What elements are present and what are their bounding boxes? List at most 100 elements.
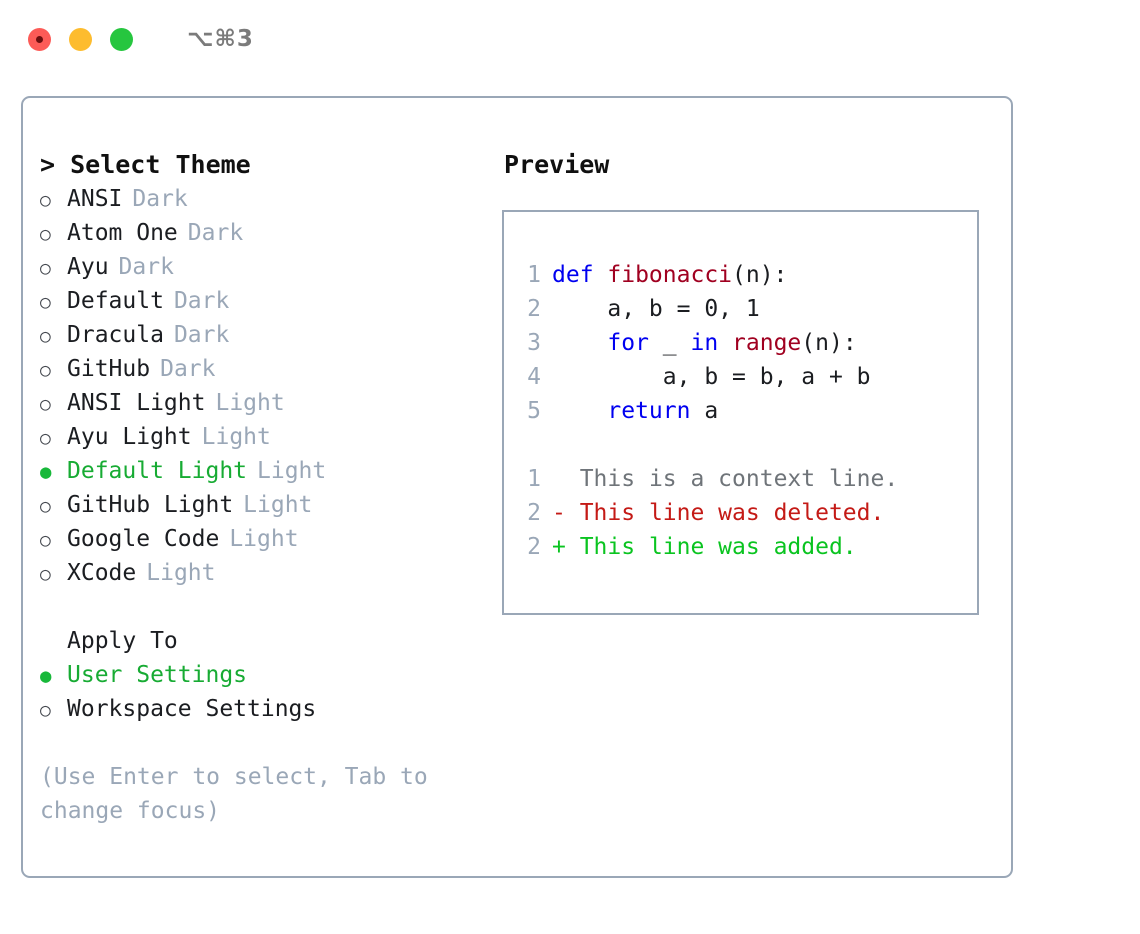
- theme-option-ansi-light[interactable]: ○ ANSI Light Light: [40, 386, 501, 420]
- theme-option-ayu-light[interactable]: ○ Ayu Light Light: [40, 420, 501, 454]
- code-line: 3 for _ in range(n):: [504, 326, 977, 360]
- preview-header: Preview: [504, 150, 610, 179]
- code-token: a: [690, 398, 719, 424]
- apply-to-option-user-settings[interactable]: ●User Settings: [40, 658, 501, 692]
- code-token: def: [552, 262, 608, 288]
- radio-unselected-icon: ○: [40, 258, 51, 279]
- theme-name: Dracula: [67, 322, 164, 348]
- keyboard-shortcut-label: ⌥⌘3: [187, 26, 254, 52]
- theme-option-default-light[interactable]: ● Default Light Light: [40, 454, 501, 488]
- line-number: 1: [527, 466, 541, 492]
- code-diff-separator: [504, 428, 977, 462]
- radio-unselected-icon: ○: [40, 564, 51, 585]
- apply-to-header: Apply To: [67, 628, 178, 654]
- theme-kind-badge: Dark: [160, 356, 216, 382]
- radio-unselected-icon: ○: [40, 224, 51, 245]
- theme-option-github-light[interactable]: ○ GitHub Light Light: [40, 488, 501, 522]
- apply-to-label: User Settings: [67, 662, 248, 688]
- theme-kind-badge: Light: [215, 390, 285, 416]
- theme-option-ansi[interactable]: ○ ANSI Dark: [40, 182, 501, 216]
- diff-text: This line was deleted.: [579, 500, 885, 526]
- radio-unselected-icon: ○: [40, 360, 51, 381]
- code-content: for _ in range(n):: [552, 326, 856, 360]
- radio-unselected-icon: ○: [40, 700, 51, 721]
- code-line: 5 return a: [504, 394, 977, 428]
- theme-name: Default Light: [67, 458, 248, 484]
- theme-option-github[interactable]: ○ GitHub Dark: [40, 352, 501, 386]
- theme-kind-badge: Dark: [132, 186, 188, 212]
- theme-kind-badge: Light: [257, 458, 327, 484]
- theme-kind-badge: Dark: [118, 254, 174, 280]
- code-token: (n):: [732, 262, 788, 288]
- code-token: [718, 330, 732, 356]
- select-theme-header: > Select Theme: [40, 150, 251, 179]
- theme-name: XCode: [67, 560, 137, 586]
- radio-unselected-icon: ○: [40, 394, 51, 415]
- code-line: 1 def fibonacci(n):: [504, 258, 977, 292]
- code-content: return a: [552, 394, 718, 428]
- theme-name: GitHub Light: [67, 492, 234, 518]
- line-number: 2: [527, 500, 541, 526]
- radio-selected-icon: ●: [40, 461, 52, 483]
- theme-name: Google Code: [67, 526, 220, 552]
- theme-option-default[interactable]: ○ Default Dark: [40, 284, 501, 318]
- apply-to-option-workspace-settings[interactable]: ○ Workspace Settings: [40, 692, 501, 726]
- maximize-window-button[interactable]: [110, 27, 133, 51]
- code-content: a, b = 0, 1: [552, 292, 759, 326]
- line-number: 2: [527, 534, 541, 560]
- code-token: _: [648, 330, 691, 356]
- radio-unselected-icon: ○: [40, 292, 51, 313]
- code-token: for: [607, 330, 649, 356]
- radio-unselected-icon: ○: [40, 496, 51, 517]
- code-token: return: [607, 398, 691, 424]
- minimize-window-button[interactable]: [69, 27, 92, 51]
- line-number: 4: [527, 364, 541, 390]
- code-token: a, b = b, a + b: [552, 364, 871, 390]
- theme-kind-badge: Dark: [187, 220, 244, 246]
- diff-text: This is a context line.: [579, 466, 899, 492]
- code-token: in: [690, 330, 719, 356]
- window-controls: [28, 27, 133, 51]
- radio-unselected-icon: ○: [40, 530, 51, 551]
- diff-marker: -: [552, 500, 580, 526]
- code-token: [552, 398, 607, 424]
- radio-unselected-icon: ○: [40, 190, 51, 211]
- line-number: 1: [527, 262, 541, 288]
- diff-line: 2+ This line was added.: [504, 530, 977, 564]
- theme-kind-badge: Dark: [173, 322, 230, 348]
- line-number: 2: [527, 296, 541, 322]
- theme-name: Default: [67, 288, 164, 314]
- line-number: 5: [527, 398, 541, 424]
- apply-to-list[interactable]: ●User Settings ○ Workspace Settings: [40, 658, 501, 726]
- close-window-button[interactable]: [28, 27, 51, 51]
- diff-sample: 1 This is a context line. 2- This line wa…: [504, 462, 977, 564]
- radio-unselected-icon: ○: [40, 428, 51, 449]
- theme-option-google-code[interactable]: ○ Google Code Light: [40, 522, 501, 556]
- apply-to-label: Workspace Settings: [67, 696, 317, 722]
- theme-name: ANSI Light: [67, 390, 206, 416]
- theme-kind-badge: Light: [201, 424, 271, 450]
- theme-kind-badge: Dark: [173, 288, 230, 314]
- theme-name: GitHub: [67, 356, 151, 382]
- theme-name: ANSI: [67, 186, 123, 212]
- window-titlebar: ⌥⌘3: [0, 0, 1140, 78]
- theme-kind-badge: Light: [243, 492, 313, 518]
- diff-line: 1 This is a context line.: [504, 462, 977, 496]
- theme-name: Ayu Light: [67, 424, 192, 450]
- code-token: [552, 330, 607, 356]
- diff-text: This line was added.: [579, 534, 857, 560]
- code-content: a, b = b, a + b: [552, 360, 871, 394]
- code-line: 2 a, b = 0, 1: [504, 292, 977, 326]
- theme-kind-badge: Light: [229, 526, 299, 552]
- code-content: def fibonacci(n):: [552, 258, 787, 292]
- code-token: fibonacci: [607, 262, 733, 288]
- line-number: 3: [527, 330, 541, 356]
